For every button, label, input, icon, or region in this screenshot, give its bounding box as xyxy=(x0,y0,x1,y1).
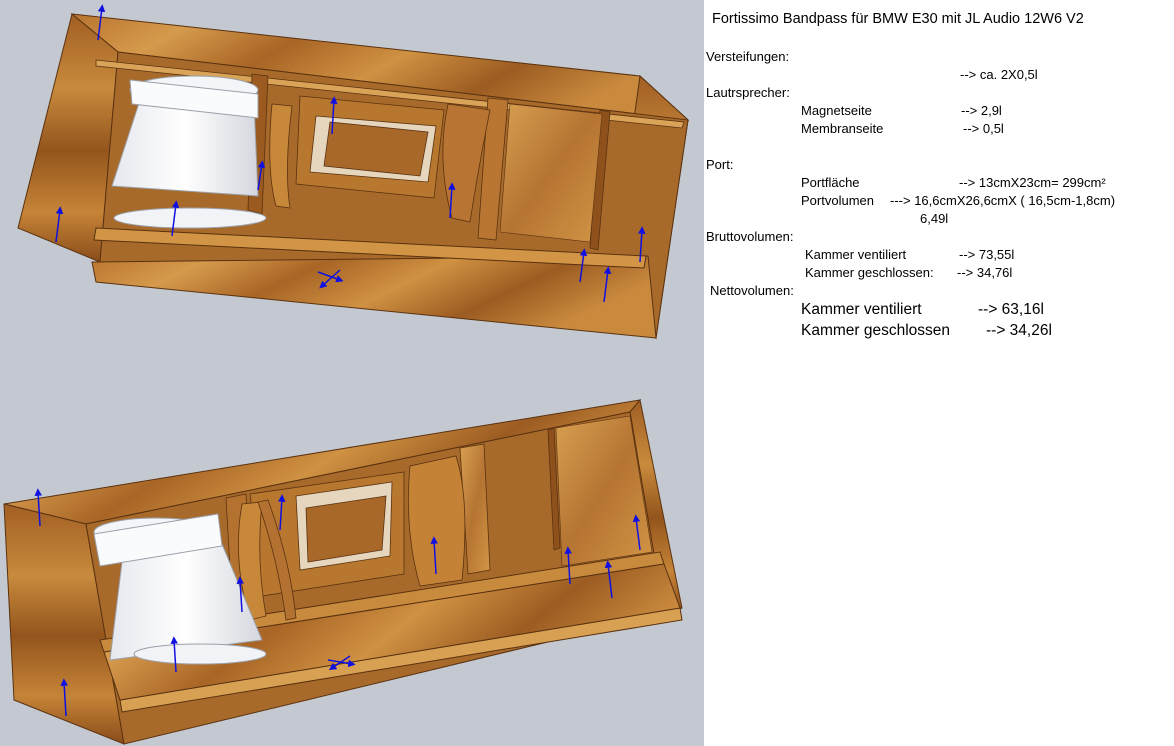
lautsprecher-label: Lautrsprecher: xyxy=(706,85,790,100)
brutto-geschlossen-value: --> 34,76l xyxy=(957,265,1013,280)
portvolumen-value: ---> 16,6cmX26,6cmX ( 16,5cm-1,8cm) xyxy=(890,193,1116,208)
netto-ventiliert-value: --> 63,16l xyxy=(978,301,1044,318)
bottom-speaker-render xyxy=(93,513,267,665)
brutto-ventiliert-label: Kammer ventiliert xyxy=(805,247,907,262)
spec-panel: Fortissimo Bandpass für BMW E30 mit JL A… xyxy=(704,0,1174,746)
versteifungen-value: --> ca. 2X0,5l xyxy=(960,67,1038,82)
top-enclosure-render xyxy=(17,4,690,340)
portvolumen-label: Portvolumen xyxy=(801,193,874,208)
bottom-dimension-arrows xyxy=(34,488,641,717)
membranseite-label: Membranseite xyxy=(801,121,884,136)
portflaeche-value: --> 13cmX23cm= 299cm² xyxy=(959,175,1106,190)
magnetseite-label: Magnetseite xyxy=(801,103,872,118)
netto-geschlossen-value: --> 34,26l xyxy=(986,322,1052,339)
top-speaker-render xyxy=(111,75,267,229)
membranseite-value: --> 0,5l xyxy=(963,121,1004,136)
page-title: Fortissimo Bandpass für BMW E30 mit JL A… xyxy=(712,11,1084,27)
portflaeche-label: Portfläche xyxy=(801,175,860,190)
netto-ventiliert-label: Kammer ventiliert xyxy=(801,301,922,318)
cad-renderings xyxy=(3,4,690,745)
netto-label: Nettovolumen: xyxy=(710,283,794,298)
top-dimension-arrows xyxy=(55,4,646,303)
magnetseite-value: --> 2,9l xyxy=(961,103,1002,118)
portvolumen-result: 6,49l xyxy=(920,211,949,226)
brutto-ventiliert-value: --> 73,55l xyxy=(959,247,1015,262)
versteifungen-label: Versteifungen: xyxy=(706,49,790,64)
port-label: Port: xyxy=(706,157,734,172)
netto-geschlossen-label: Kammer geschlossen xyxy=(801,322,951,339)
bottom-enclosure-render xyxy=(3,398,683,745)
brutto-label: Bruttovolumen: xyxy=(706,229,794,244)
brutto-geschlossen-label: Kammer geschlossen: xyxy=(805,265,934,280)
cad-viewport xyxy=(0,0,704,746)
